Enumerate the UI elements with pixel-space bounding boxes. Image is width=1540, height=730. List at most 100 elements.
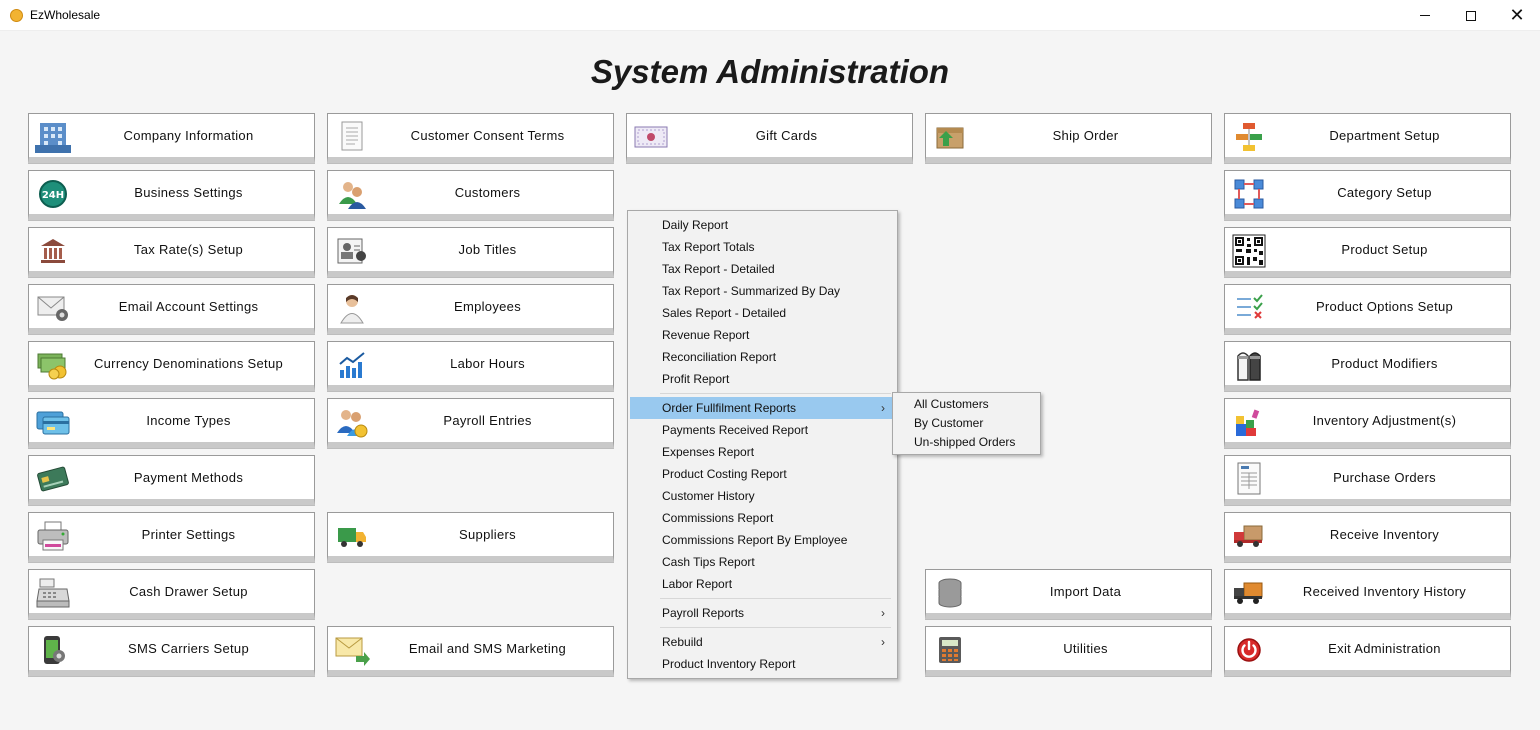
payroll-icon <box>334 404 370 440</box>
submenu-item-unshipped-orders[interactable]: Un-shipped Orders <box>914 435 1016 449</box>
product-setup-button[interactable]: Product Setup <box>1224 227 1511 277</box>
maximize-button[interactable] <box>1448 0 1494 31</box>
inventory-adjustments-button[interactable]: Inventory Adjustment(s) <box>1224 398 1511 448</box>
menu-item-commissions-report-by-employee[interactable]: Commissions Report By Employee <box>662 533 848 547</box>
received-inventory-history-button[interactable]: Received Inventory History <box>1224 569 1511 619</box>
menu-separator <box>630 624 895 631</box>
menu-item-payroll-reports[interactable]: Payroll Reports › <box>630 602 895 624</box>
labor-hours-button[interactable]: Labor Hours <box>327 341 614 391</box>
menu-item-product-costing-report[interactable]: Product Costing Report <box>662 467 787 481</box>
payroll-entries-button[interactable]: Payroll Entries <box>327 398 614 448</box>
utilities-label: Utilities <box>1063 641 1108 656</box>
company-information-button[interactable]: Company Information <box>28 113 315 163</box>
printer-icon <box>35 518 71 554</box>
exit-administration-button[interactable]: Exit Administration <box>1224 626 1511 676</box>
qr-code-icon <box>1231 233 1267 269</box>
purchase-orders-button[interactable]: Purchase Orders <box>1224 455 1511 505</box>
menu-item-commissions-report[interactable]: Commissions Report <box>662 511 774 525</box>
menu-item-labor-report[interactable]: Labor Report <box>662 577 733 591</box>
24h-icon: 24H <box>35 176 71 212</box>
order-fulfilment-submenu: All Customers By Customer Un-shipped Ord… <box>892 392 1041 455</box>
calculator-icon <box>932 632 968 668</box>
menu-item-order-fulfilment-reports[interactable]: Order Fullfilment Reports › <box>630 397 895 419</box>
database-icon <box>932 575 968 611</box>
menu-item-product-inventory-report[interactable]: Product Inventory Report <box>662 657 796 671</box>
department-setup-button[interactable]: Department Setup <box>1224 113 1511 163</box>
salt-pepper-icon <box>1231 347 1267 383</box>
app-logo-icon <box>10 9 23 22</box>
menu-item-cash-tips-report[interactable]: Cash Tips Report <box>662 555 755 569</box>
admin-panel: System Administration Company Informatio… <box>0 31 1540 730</box>
product-options-setup-button[interactable]: Product Options Setup <box>1224 284 1511 334</box>
printer-settings-button[interactable]: Printer Settings <box>28 512 315 562</box>
category-diagram-icon <box>1231 176 1267 212</box>
minimize-icon <box>1420 15 1430 16</box>
import-data-label: Import Data <box>1049 584 1122 599</box>
product-modifiers-button[interactable]: Product Modifiers <box>1224 341 1511 391</box>
email-account-settings-label: Email Account Settings <box>118 299 259 314</box>
receive-inventory-button[interactable]: Receive Inventory <box>1224 512 1511 562</box>
department-setup-label: Department Setup <box>1329 128 1440 143</box>
income-types-button[interactable]: Income Types <box>28 398 315 448</box>
suppliers-label: Suppliers <box>459 527 516 542</box>
invoice-icon <box>1231 461 1267 497</box>
submenu-item-by-customer[interactable]: By Customer <box>914 416 984 430</box>
category-setup-button[interactable]: Category Setup <box>1224 170 1511 220</box>
product-modifiers-label: Product Modifiers <box>1331 356 1438 371</box>
menu-item-customer-history[interactable]: Customer History <box>662 489 755 503</box>
menu-separator <box>630 595 895 602</box>
purchase-orders-label: Purchase Orders <box>1333 470 1436 485</box>
email-account-settings-button[interactable]: Email Account Settings <box>28 284 315 334</box>
exit-administration-label: Exit Administration <box>1328 641 1441 656</box>
job-titles-button[interactable]: Job Titles <box>327 227 614 277</box>
customers-button[interactable]: Customers <box>327 170 614 220</box>
tax-rate-setup-button[interactable]: Tax Rate(s) Setup <box>28 227 315 277</box>
hierarchy-icon <box>1231 119 1267 155</box>
cards-icon <box>35 404 71 440</box>
submenu-arrow-icon: › <box>881 606 885 620</box>
product-setup-label: Product Setup <box>1341 242 1428 257</box>
phone-gear-icon <box>35 632 71 668</box>
menu-item-reconciliation-report[interactable]: Reconciliation Report <box>662 350 777 364</box>
menu-item-rebuild[interactable]: Rebuild › <box>630 631 895 653</box>
document-icon <box>334 119 370 155</box>
email-sms-marketing-button[interactable]: Email and SMS Marketing <box>327 626 614 676</box>
red-truck-icon <box>1231 518 1267 554</box>
menu-item-order-fulfilment-label: Order Fullfilment Reports <box>662 401 797 415</box>
tax-rate-setup-label: Tax Rate(s) Setup <box>133 242 244 257</box>
maximize-icon <box>1466 10 1476 21</box>
menu-item-tax-report-summarized[interactable]: Tax Report - Summarized By Day <box>662 284 841 298</box>
money-icon <box>35 347 71 383</box>
menu-item-daily-report[interactable]: Daily Report <box>662 218 729 232</box>
company-information-label: Company Information <box>123 128 254 143</box>
employees-button[interactable]: Employees <box>327 284 614 334</box>
sms-carriers-setup-button[interactable]: SMS Carriers Setup <box>28 626 315 676</box>
suppliers-button[interactable]: Suppliers <box>327 512 614 562</box>
currency-denominations-setup-button[interactable]: Currency Denominations Setup <box>28 341 315 391</box>
cash-register-icon <box>35 575 71 611</box>
menu-item-payments-received-report[interactable]: Payments Received Report <box>662 423 809 437</box>
close-button[interactable]: ✕ <box>1494 0 1540 31</box>
truck-icon <box>334 518 370 554</box>
submenu-arrow-icon: › <box>881 635 885 649</box>
menu-item-tax-report-totals[interactable]: Tax Report Totals <box>662 240 755 254</box>
gift-cards-button[interactable]: Gift Cards <box>626 113 913 163</box>
import-data-button[interactable]: Import Data <box>925 569 1212 619</box>
minimize-button[interactable] <box>1402 0 1448 31</box>
menu-item-sales-report-detailed[interactable]: Sales Report - Detailed <box>662 306 787 320</box>
submenu-item-all-customers[interactable]: All Customers <box>914 397 989 411</box>
ship-order-button[interactable]: Ship Order <box>925 113 1212 163</box>
customer-consent-terms-label: Customer Consent Terms <box>410 128 565 143</box>
menu-item-expenses-report[interactable]: Expenses Report <box>662 445 755 459</box>
utilities-button[interactable]: Utilities <box>925 626 1212 676</box>
menu-item-profit-report[interactable]: Profit Report <box>662 372 730 386</box>
menu-item-revenue-report[interactable]: Revenue Report <box>662 328 750 342</box>
customer-consent-terms-button[interactable]: Customer Consent Terms <box>327 113 614 163</box>
building-icon <box>35 119 71 155</box>
payment-methods-button[interactable]: Payment Methods <box>28 455 315 505</box>
menu-item-tax-report-detailed[interactable]: Tax Report - Detailed <box>662 262 775 276</box>
currency-denominations-setup-label: Currency Denominations Setup <box>93 356 284 371</box>
cash-drawer-setup-button[interactable]: Cash Drawer Setup <box>28 569 315 619</box>
gift-cards-label: Gift Cards <box>755 128 818 143</box>
business-settings-button[interactable]: 24H Business Settings <box>28 170 315 220</box>
